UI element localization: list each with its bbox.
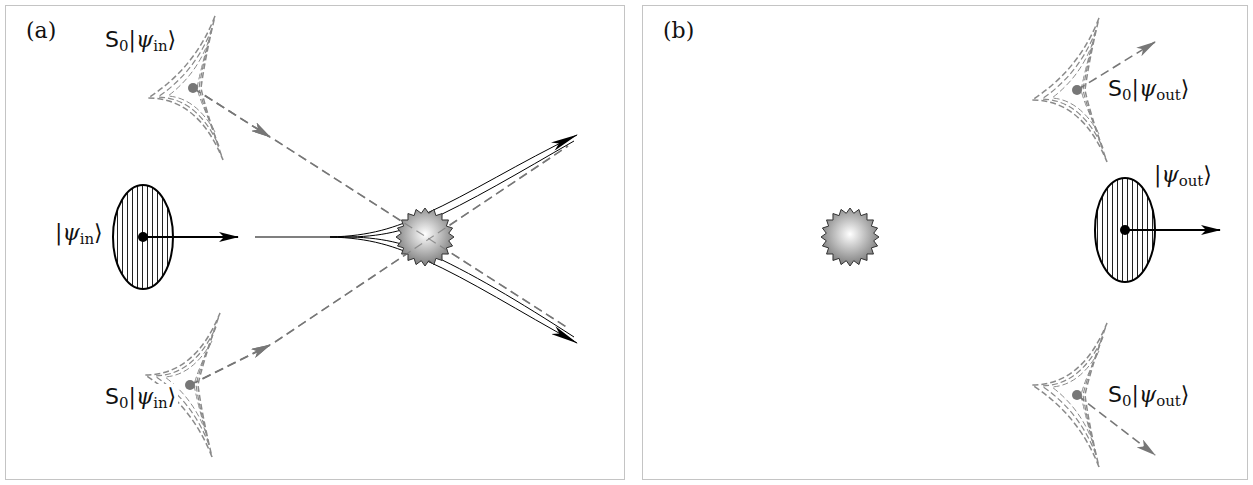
text-part: | (1154, 162, 1161, 187)
text-part: ⟩ (168, 384, 177, 409)
text-part: out (1156, 392, 1181, 410)
text-part: 0 (119, 394, 129, 412)
state-label: S0|ψin⟩ (103, 384, 178, 411)
text-part: in (80, 230, 94, 248)
text-part: ψ (136, 27, 153, 52)
text-part: in (153, 37, 167, 55)
text-part: | (128, 27, 135, 52)
text-part: ψ (1139, 382, 1156, 407)
text-part: ψ (1161, 162, 1178, 187)
text-part: | (128, 384, 135, 409)
text-part: out (1156, 86, 1181, 104)
panel-a-figure (113, 16, 577, 457)
panel-letter: (a) (26, 18, 56, 44)
text-part: 0 (119, 37, 129, 55)
state-label: |ψout⟩ (1152, 162, 1214, 189)
text-part: ψ (1139, 76, 1156, 101)
text-part: ⟩ (1203, 162, 1212, 187)
text-part: ⟩ (1181, 382, 1190, 407)
text-part: in (153, 394, 167, 412)
text-part: out (1179, 172, 1204, 190)
panel-b-figure (821, 18, 1220, 467)
text-part: | (1131, 382, 1138, 407)
panel-letter: (b) (663, 18, 694, 44)
text-part: ⟩ (168, 27, 177, 52)
text-part: S (1108, 382, 1122, 407)
text-part: ψ (62, 220, 79, 245)
state-label: S0|ψin⟩ (103, 27, 178, 54)
state-label: |ψin⟩ (53, 220, 105, 247)
text-part: | (55, 220, 62, 245)
text-part: ψ (136, 384, 153, 409)
text-part: S (105, 27, 119, 52)
state-label: S0|ψout⟩ (1106, 382, 1191, 409)
text-part: 0 (1122, 86, 1132, 104)
text-part: | (1131, 76, 1138, 101)
text-part: S (1108, 76, 1122, 101)
text-part: 0 (1122, 392, 1132, 410)
state-label: S0|ψout⟩ (1106, 76, 1191, 103)
text-part: S (105, 384, 119, 409)
text-part: ⟩ (94, 220, 103, 245)
text-part: ⟩ (1181, 76, 1190, 101)
